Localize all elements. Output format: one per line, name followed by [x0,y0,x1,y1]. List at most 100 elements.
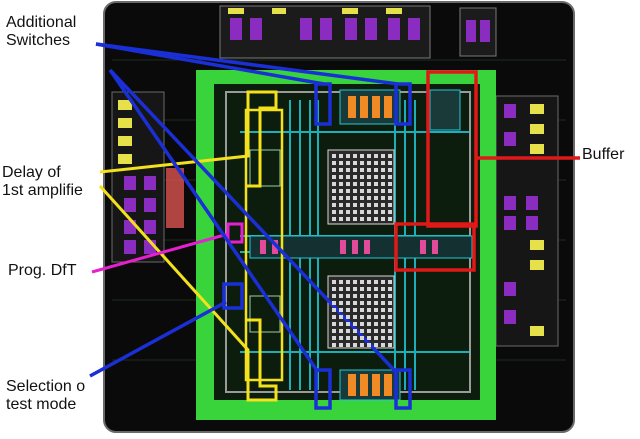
grid-cell [381,294,385,298]
grid-cell [353,308,357,312]
grid-cell [367,343,371,347]
grid-cell [360,336,364,340]
grid-cell [388,182,392,186]
grid-cell [388,294,392,298]
grid-cell [367,217,371,221]
grid-cell [374,154,378,158]
grid-cell [353,294,357,298]
grid-cell [360,210,364,214]
grid-cell [374,315,378,319]
grid-cell [381,343,385,347]
grid-cell [388,196,392,200]
grid-cell [346,301,350,305]
grid-cell [332,182,336,186]
grid-cell [367,182,371,186]
grid-cell [374,294,378,298]
dft-callout [91,222,244,274]
grid-cell [381,175,385,179]
grid-cell [332,322,336,326]
grid-cell [374,287,378,291]
grid-cell [339,329,343,333]
grid-cell [360,308,364,312]
grid-cell [353,154,357,158]
grid-cell [388,168,392,172]
grid-cell [339,217,343,221]
grid-cell [360,175,364,179]
grid-cell [339,322,343,326]
grid-cell [339,189,343,193]
grid-cell [388,175,392,179]
switches-callout [95,42,412,410]
grid-cell [367,168,371,172]
grid-cell [332,308,336,312]
grid-cell [360,203,364,207]
grid-cell [353,287,357,291]
delay-callout [98,90,284,402]
grid-cell [346,280,350,284]
grid-cell [367,315,371,319]
grid-cell [332,154,336,158]
grid-cell [360,217,364,221]
grid-cell [339,336,343,340]
grid-cell [353,161,357,165]
grid-cell [388,315,392,319]
grid-cell [374,196,378,200]
grid-cell [346,175,350,179]
grid-cell [374,210,378,214]
grid-cell [360,301,364,305]
grid-cell [339,196,343,200]
grid-cell [332,168,336,172]
label-delay-amplifier: Delay of 1st amplifie [2,164,83,199]
grid-cell [367,329,371,333]
grid-cell [374,329,378,333]
grid-cell [381,217,385,221]
grid-cell [332,329,336,333]
grid-cell [353,336,357,340]
grid-cell [367,175,371,179]
grid-cell [381,189,385,193]
grid-cell [332,196,336,200]
grid-cell [346,287,350,291]
grid-cell [360,315,364,319]
selection-callout [89,282,244,378]
grid-cell [346,189,350,193]
grid-cell [339,182,343,186]
grid-cell [381,280,385,284]
grid-cell [388,322,392,326]
label-additional-switches: Additional Switches [6,14,77,49]
grid-cell [332,343,336,347]
grid-cell [360,343,364,347]
grid-cell [367,189,371,193]
grid-cell [332,203,336,207]
grid-cell [332,287,336,291]
grid-cell [367,161,371,165]
grid-cell [388,301,392,305]
grid-cell [381,161,385,165]
grid-cell [346,343,350,347]
grid-cell [360,154,364,158]
grid-cell [346,322,350,326]
grid-cell [374,217,378,221]
grid-cell [339,301,343,305]
grid-cell [374,343,378,347]
grid-cell [381,322,385,326]
grid-cell [332,210,336,214]
grid-cell [346,294,350,298]
grid-cell [360,168,364,172]
grid-cell [367,336,371,340]
grid-cell [339,154,343,158]
grid-cell [339,308,343,312]
grid-cell [332,161,336,165]
grid-cell [346,217,350,221]
grid-cell [367,308,371,312]
grid-cell [332,189,336,193]
grid-cell [339,343,343,347]
grid-cell [388,329,392,333]
grid-cell [360,322,364,326]
grid-cell [388,189,392,193]
grid-cell [388,308,392,312]
buffer-callout [394,70,580,272]
grid-cell [388,287,392,291]
grid-cell [346,210,350,214]
grid-cell [339,280,343,284]
